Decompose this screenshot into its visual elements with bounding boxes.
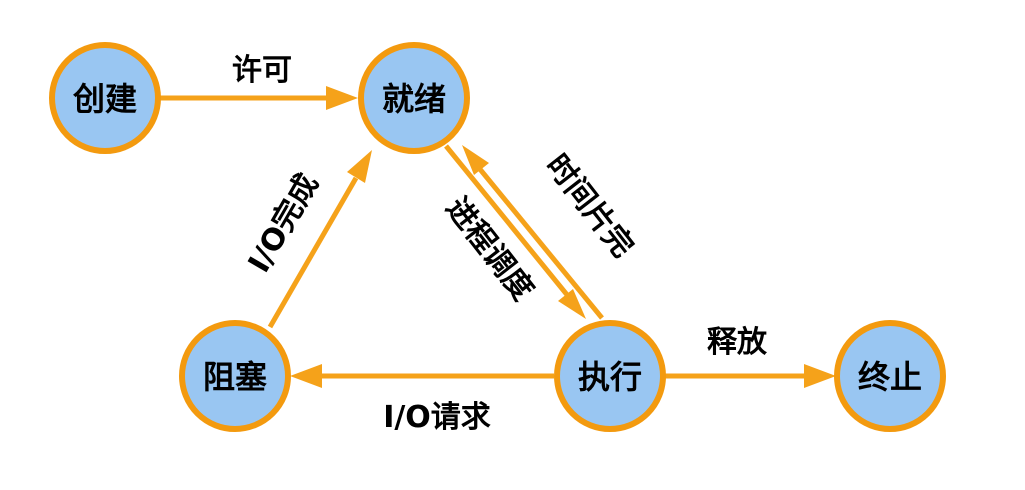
edge-label-io-complete: I/O完成 xyxy=(242,168,326,279)
arrow-head xyxy=(290,364,322,388)
edge-create-to-ready xyxy=(158,86,358,110)
arrow-head xyxy=(462,145,489,175)
node-blocked-label: 阻塞 xyxy=(203,358,267,396)
edge-label-time-slice: 时间片完 xyxy=(539,148,640,264)
edge-label-io-request: I/O请求 xyxy=(383,400,491,435)
node-create: 创建 xyxy=(49,42,161,154)
node-ready: 就绪 xyxy=(358,42,470,154)
edge-running-to-terminated xyxy=(665,364,836,388)
node-ready-label: 就绪 xyxy=(382,80,446,118)
edge-label-permit: 许可 xyxy=(232,53,292,88)
arrow-head xyxy=(347,150,372,183)
node-running: 执行 xyxy=(554,320,666,432)
edge-blocked-to-ready xyxy=(267,150,372,329)
arrow-head xyxy=(326,86,358,110)
node-terminated-label: 终止 xyxy=(858,358,922,396)
node-terminated: 终止 xyxy=(834,320,946,432)
edge-label-scheduling: 进程调度 xyxy=(439,191,540,307)
edge-running-to-ready xyxy=(462,145,604,320)
edge-running-to-blocked xyxy=(290,364,554,388)
arrow-head xyxy=(804,364,836,388)
edge-label-release: 释放 xyxy=(707,325,768,360)
edge-ready-to-running xyxy=(444,144,586,319)
node-create-label: 创建 xyxy=(72,80,137,118)
node-blocked: 阻塞 xyxy=(179,320,291,432)
node-running-label: 执行 xyxy=(578,358,642,396)
arrow-head xyxy=(558,289,586,319)
